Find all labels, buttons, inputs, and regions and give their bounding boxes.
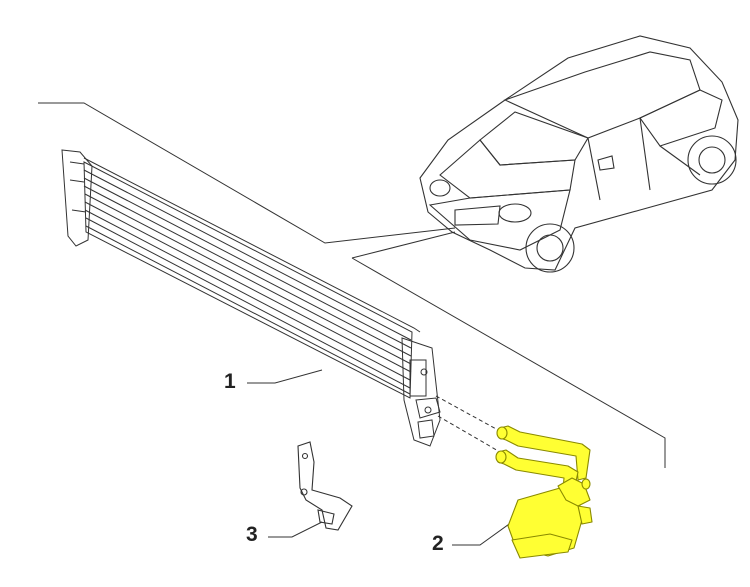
part-3-mounting-bracket	[297, 441, 353, 531]
reference-leader-lines	[38, 102, 666, 468]
vehicle-illustration	[419, 35, 739, 273]
alignment-dash-lines	[435, 395, 501, 453]
callout-1: 1	[224, 370, 236, 393]
part-1-cooler-core	[61, 149, 441, 447]
callout-3: 3	[246, 523, 258, 546]
callout-2: 2	[432, 532, 444, 555]
callout-leader-lines	[247, 369, 513, 546]
part-2-hose-assembly	[495, 425, 593, 559]
